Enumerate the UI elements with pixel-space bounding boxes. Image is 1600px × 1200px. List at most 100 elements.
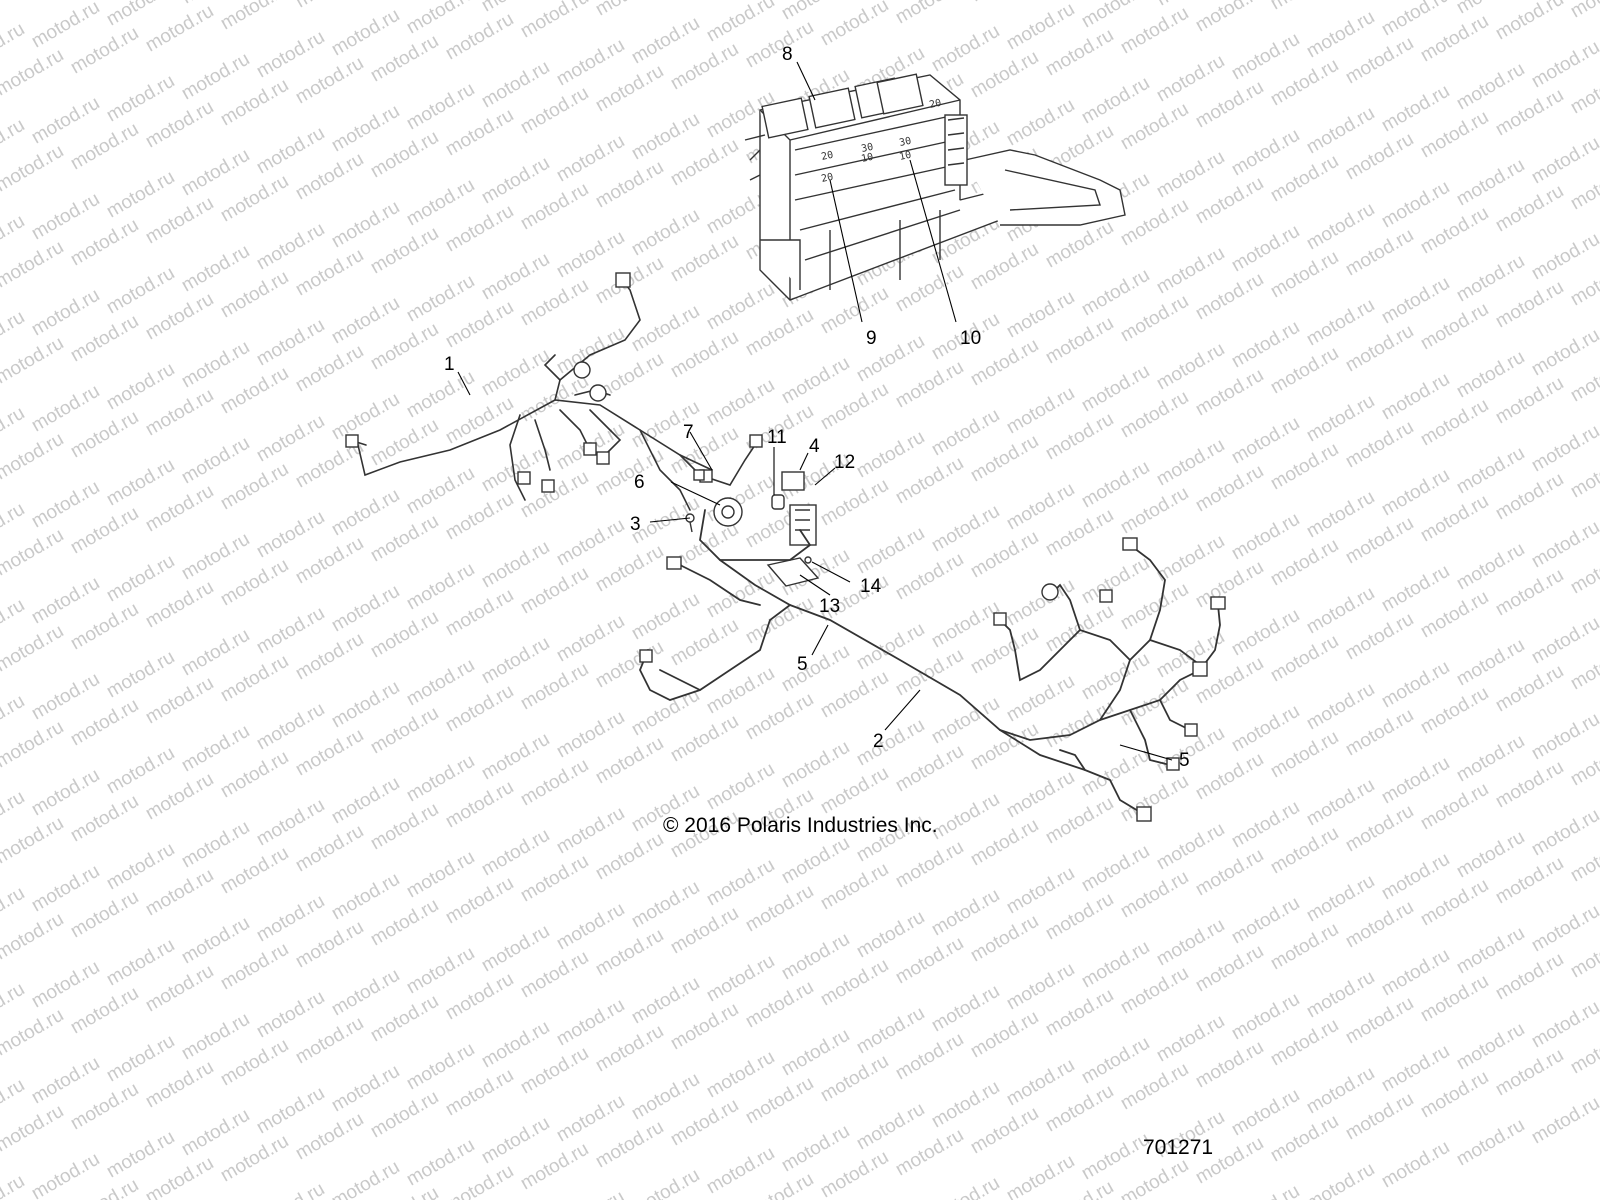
watermark-text: motod.ru — [1117, 963, 1192, 1019]
watermark-text: motod.ru — [778, 833, 853, 889]
fuse-label: 30 — [898, 136, 912, 149]
watermark-text: motod.ru — [367, 415, 442, 471]
watermark-text: motod.ru — [1192, 269, 1267, 325]
watermark-text: motod.ru — [778, 1025, 853, 1081]
watermark-text: motod.ru — [292, 341, 367, 397]
watermark-text: motod.ru — [667, 615, 742, 671]
watermark-text: motod.ru — [1267, 151, 1342, 207]
watermark-text: motod.ru — [1417, 971, 1492, 1027]
watermark-text: motod.ru — [1042, 985, 1117, 1041]
watermark-text: motod.ru — [478, 249, 553, 305]
watermark-text: motod.ru — [628, 589, 703, 645]
watermark-text: motod.ru — [442, 873, 517, 929]
callout-14: 14 — [860, 576, 882, 597]
watermark-text: motod.ru — [103, 167, 178, 223]
watermark-text: motod.ru — [1303, 199, 1378, 255]
watermark-text: motod.ru — [892, 357, 967, 413]
watermark-text: motod.ru — [28, 573, 103, 629]
watermark-text: motod.ru — [1267, 343, 1342, 399]
watermark-text: motod.ru — [1042, 793, 1117, 849]
watermark-text: motod.ru — [628, 301, 703, 357]
watermark-text: motod.ru — [217, 1035, 292, 1091]
watermark-text: motod.ru — [253, 411, 328, 467]
callout-5: 5 — [1179, 750, 1190, 771]
callout-2: 2 — [873, 731, 884, 752]
watermark-text: motod.ru — [1192, 1037, 1267, 1093]
watermark-text: motod.ru — [403, 1039, 478, 1095]
watermark-text: motod.ru — [253, 219, 328, 275]
watermark-text: motod.ru — [103, 551, 178, 607]
watermark-text: motod.ru — [403, 847, 478, 903]
watermark-text: motod.ru — [1003, 383, 1078, 439]
watermark-text: motod.ru — [67, 503, 142, 559]
watermark-text: motod.ru — [1192, 0, 1267, 36]
watermark-text: motod.ru — [253, 795, 328, 851]
watermark-text: motod.ru — [328, 485, 403, 541]
watermark-text: motod.ru — [142, 577, 217, 633]
watermark-text: motod.ru — [142, 673, 217, 729]
watermark-text: motod.ru — [928, 1173, 1003, 1200]
watermark-text: motod.ru — [742, 1073, 817, 1129]
callout-1: 1 — [444, 354, 455, 375]
watermark-text: motod.ru — [103, 1127, 178, 1183]
watermark-text: motod.ru — [1378, 753, 1453, 809]
watermark-text: motod.ru — [1078, 457, 1153, 513]
watermark-text: motod.ru — [553, 1187, 628, 1200]
watermark-text: motod.ru — [517, 659, 592, 715]
watermark-text: motod.ru — [1453, 155, 1528, 211]
watermark-text: motod.ru — [742, 305, 817, 361]
watermark-text: motod.ru — [1228, 509, 1303, 565]
watermark-text: motod.ru — [928, 1077, 1003, 1133]
watermark-text: motod.ru — [1417, 107, 1492, 163]
watermark-text: motod.ru — [928, 885, 1003, 941]
watermark-text: motod.ru — [103, 935, 178, 991]
watermark-text: motod.ru — [1492, 181, 1567, 237]
watermark-text: motod.ru — [1078, 265, 1153, 321]
watermark-text: motod.ru — [1342, 1089, 1417, 1145]
watermark-text: motod.ru — [442, 969, 517, 1025]
watermark-text: motod.ru — [478, 921, 553, 977]
watermark-text: motod.ru — [1528, 997, 1600, 1053]
watermark-text: motod.ru — [253, 1083, 328, 1139]
watermark-text: motod.ru — [592, 1021, 667, 1077]
watermark-text: motod.ru — [28, 381, 103, 437]
watermark-text: motod.ru — [1117, 3, 1192, 59]
watermark-text: motod.ru — [328, 581, 403, 637]
watermark-text: motod.ru — [1303, 103, 1378, 159]
watermark-text: motod.ru — [328, 389, 403, 445]
watermark-text: motod.ru — [1378, 657, 1453, 713]
watermark-text: motod.ru — [967, 239, 1042, 295]
watermark-text: motod.ru — [1228, 1085, 1303, 1141]
watermark-text: motod.ru — [1378, 465, 1453, 521]
watermark-text: motod.ru — [817, 379, 892, 435]
watermark-text: motod.ru — [592, 1117, 667, 1173]
watermark-text: motod.ru — [628, 13, 703, 69]
watermark-text: motod.ru — [217, 363, 292, 419]
watermark-text: motod.ru — [1003, 671, 1078, 727]
watermark-text: motod.ru — [967, 47, 1042, 103]
connectors-harness-1 — [345, 272, 763, 527]
watermark-text: motod.ru — [1342, 801, 1417, 857]
watermark-text: motod.ru — [1192, 941, 1267, 997]
watermark-text: motod.ru — [1117, 387, 1192, 443]
watermark-text: motod.ru — [292, 245, 367, 301]
watermark-text: motod.ru — [592, 157, 667, 213]
watermark-text: motod.ru — [1417, 779, 1492, 835]
watermark-text: motod.ru — [1378, 369, 1453, 425]
watermark-text: motod.ru — [1117, 1059, 1192, 1115]
watermark-text: motod.ru — [1042, 25, 1117, 81]
watermark-text: motod.ru — [1453, 635, 1528, 691]
watermark-text: motod.ru — [1117, 1155, 1192, 1200]
watermark-text: motod.ru — [1303, 295, 1378, 351]
watermark-text: motod.ru — [1417, 491, 1492, 547]
watermark-text: motod.ru — [67, 215, 142, 271]
watermark-text: motod.ru — [178, 49, 253, 105]
watermark-text: motod.ru — [817, 475, 892, 531]
watermark-text: motod.ru — [0, 909, 67, 965]
watermark-text: motod.ru — [592, 925, 667, 981]
watermark-text: motod.ru — [217, 651, 292, 707]
watermark-text: motod.ru — [1117, 483, 1192, 539]
watermark-text: motod.ru — [517, 947, 592, 1003]
watermark-text: motod.ru — [1153, 51, 1228, 107]
watermark-text: motod.ru — [1417, 299, 1492, 355]
